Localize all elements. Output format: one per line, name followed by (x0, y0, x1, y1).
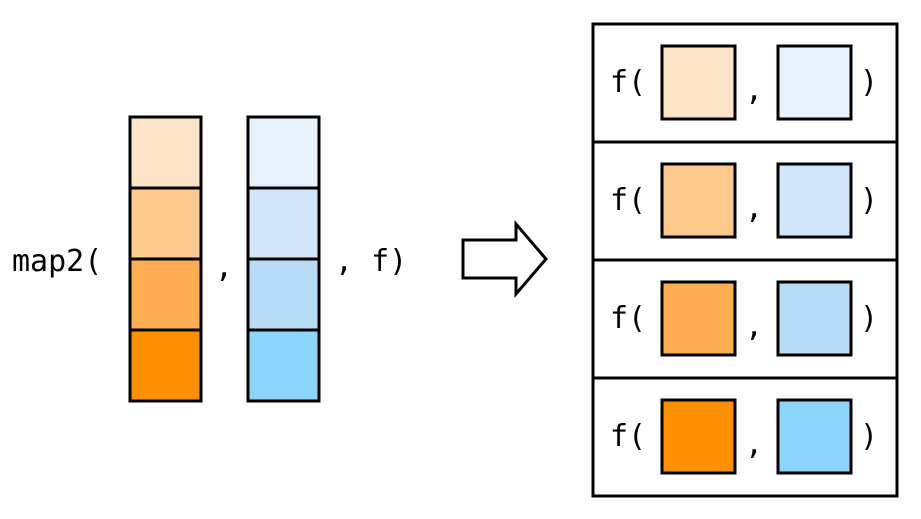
result-comma-text: , (745, 191, 763, 226)
right-arrow-icon (461, 219, 548, 299)
result-comma-text: , (745, 427, 763, 462)
result-x-cell (660, 280, 737, 357)
result-fn-text: f( (610, 419, 646, 454)
result-row-3: f(,) (610, 280, 878, 357)
vector-x-cell-1 (128, 115, 203, 190)
result-row-1: f(,) (610, 44, 878, 121)
result-close-text: ) (860, 301, 878, 336)
result-close-text: ) (860, 65, 878, 100)
result-y-cell (776, 398, 853, 475)
map2-open-text: map2( (12, 244, 102, 279)
close-text: , f) (335, 244, 407, 279)
vector-x-cell-4 (128, 328, 203, 403)
result-fn-text: f( (610, 301, 646, 336)
result-y-cell (776, 44, 853, 121)
result-y-cell (776, 280, 853, 357)
vector-y-cell-3 (246, 257, 321, 332)
result-x-cell (660, 162, 737, 239)
result-x-cell (660, 398, 737, 475)
result-panel: f(,)f(,)f(,)f(,) (591, 22, 899, 498)
vector-x (128, 115, 203, 403)
result-y-cell (776, 162, 853, 239)
result-fn-text: f( (610, 183, 646, 218)
result-row-2: f(,) (610, 162, 878, 239)
vector-x-cell-3 (128, 257, 203, 332)
result-comma-text: , (745, 73, 763, 108)
result-fn-text: f( (610, 65, 646, 100)
result-close-text: ) (860, 183, 878, 218)
vector-y-cell-2 (246, 186, 321, 261)
vector-y (246, 115, 321, 403)
result-close-text: ) (860, 419, 878, 454)
first-comma-text: , (215, 250, 233, 285)
result-comma-text: , (745, 309, 763, 344)
result-row-4: f(,) (610, 398, 878, 475)
vector-y-cell-4 (246, 328, 321, 403)
vector-x-cell-2 (128, 186, 203, 261)
result-x-cell (660, 44, 737, 121)
vector-y-cell-1 (246, 115, 321, 190)
